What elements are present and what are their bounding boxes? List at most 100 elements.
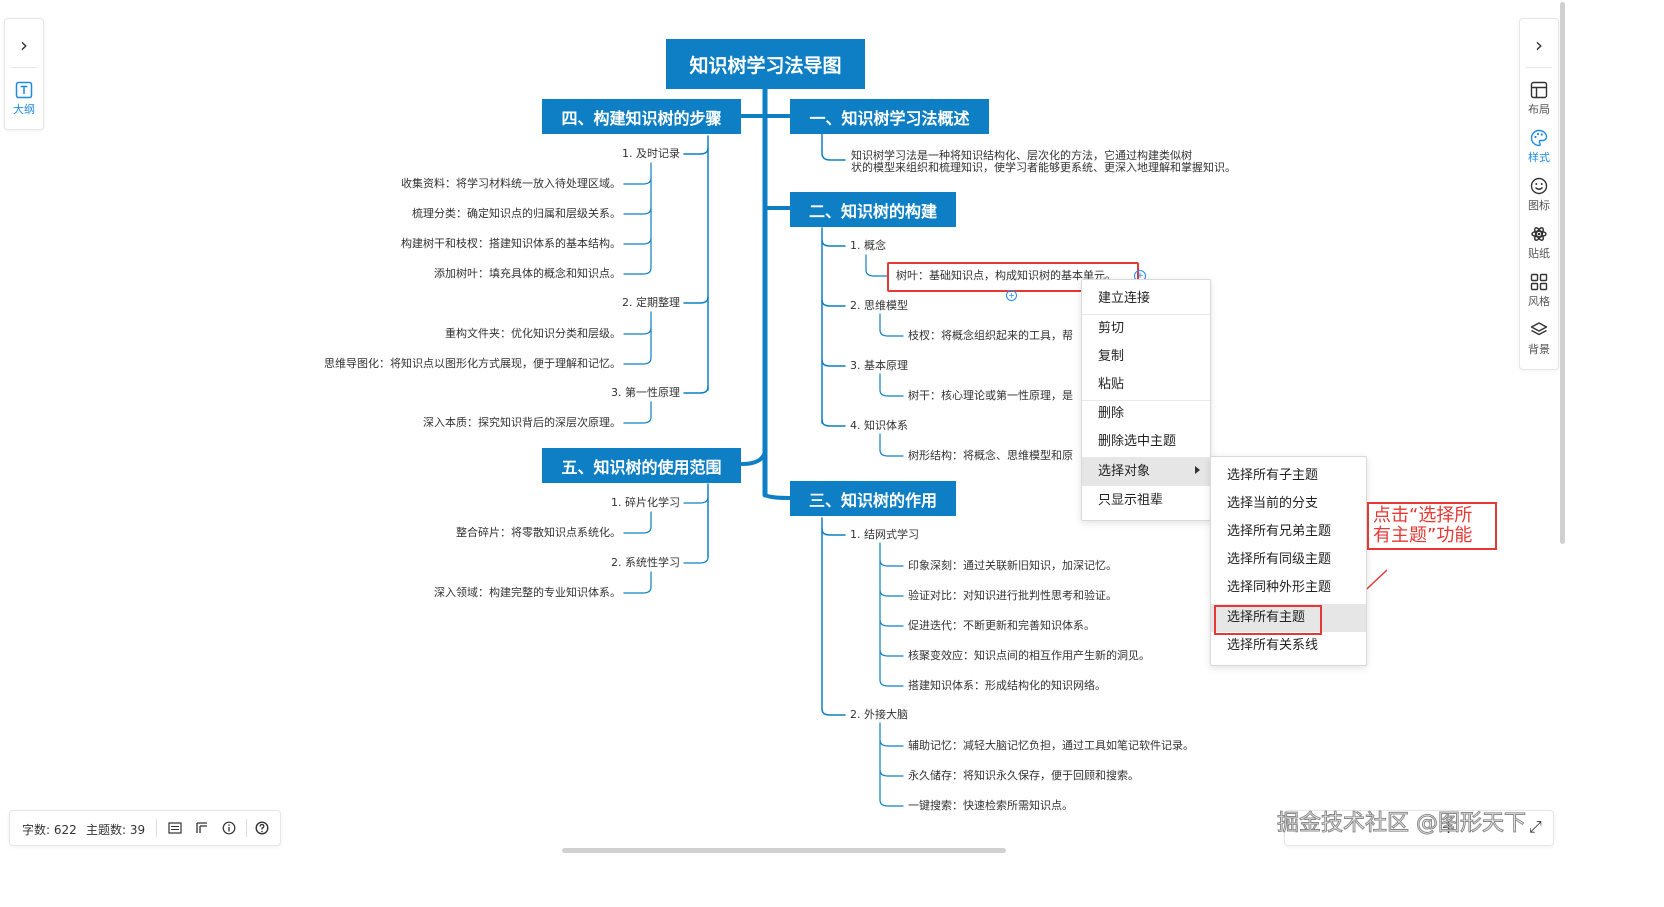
topic-b2-s1[interactable]: 1. 概念 (850, 239, 886, 252)
submenu-item-select-branch[interactable]: 选择当前的分支 (1227, 496, 1319, 511)
topic-b2-s3[interactable]: 3. 基本原理 (850, 359, 908, 372)
topic-b3-s1-child[interactable]: 验证对比：对知识进行批判性思考和验证。 (908, 589, 1117, 602)
help-icon[interactable] (255, 821, 269, 835)
style-label: 样式 (1528, 151, 1550, 164)
theme-label: 风格 (1528, 295, 1550, 308)
divider (1526, 67, 1552, 68)
background-button[interactable]: 背景 (1520, 321, 1558, 357)
topic-b3-s2-child[interactable]: 一键搜索：快速检索所需知识点。 (908, 799, 1073, 812)
sticker-button[interactable]: 贴纸 (1520, 225, 1558, 261)
expand-left-button[interactable]: › (5, 35, 43, 55)
right-sidebar: › 布局 样式 图标 贴纸 风格 背景 (1519, 18, 1559, 370)
topic-b5-s2-child[interactable]: 深入领域：构建完整的专业知识体系。 (434, 586, 621, 599)
icon-button[interactable]: 图标 (1520, 177, 1558, 213)
topic-b3-s2[interactable]: 2. 外接大脑 (850, 708, 908, 721)
chevron-right-icon: › (1535, 33, 1543, 57)
layout-label: 布局 (1528, 103, 1550, 116)
topic-b3-s1[interactable]: 1. 结网式学习 (850, 528, 919, 541)
topic-b3-s1-child[interactable]: 搭建知识体系：形成结构化的知识网络。 (908, 679, 1106, 692)
menu-item-copy[interactable]: 复制 (1098, 349, 1125, 364)
menu-item-cut[interactable]: 剪切 (1098, 321, 1125, 336)
emoji-icon (1530, 177, 1548, 195)
topic-b4-s2-child[interactable]: 重构文件夹：优化知识分类和层级。 (445, 327, 621, 340)
topic-b3-s2-child[interactable]: 永久储存：将知识永久保存，便于回顾和搜索。 (908, 769, 1139, 782)
annotation-callout: 点击“选择所 有主题”功能 (1367, 502, 1497, 550)
layout-button[interactable]: 布局 (1520, 81, 1558, 117)
menu-item-show-ancestors[interactable]: 只显示祖辈 (1098, 493, 1164, 508)
branch-4-topic[interactable]: 四、构建知识树的步骤 (542, 99, 741, 134)
branch-1-topic[interactable]: 一、知识树学习法概述 (790, 99, 989, 134)
topic-b2-s4[interactable]: 4. 知识体系 (850, 419, 908, 432)
topic-count: 主题数: 39 (86, 823, 146, 837)
topic-b3-s2-child[interactable]: 辅助记忆：减轻大脑记忆负担，通过工具如笔记软件记录。 (908, 739, 1194, 752)
topic-b4-s1-child[interactable]: 添加树叶：填充具体的概念和知识点。 (434, 267, 621, 280)
expand-right-button[interactable]: › (1520, 35, 1558, 55)
topic-b4-s1-child[interactable]: 构建树干和枝杈：搭建知识体系的基本结构。 (401, 237, 621, 250)
menu-item-create-link[interactable]: 建立连接 (1098, 291, 1151, 306)
menu-item-paste[interactable]: 粘贴 (1098, 377, 1125, 392)
topic-b4-s1-child[interactable]: 梳理分类：确定知识点的归属和层级关系。 (412, 207, 621, 220)
submenu-item-select-same-shape[interactable]: 选择同种外形主题 (1227, 580, 1332, 595)
topic-b3-s1-child[interactable]: 印象深刻：通过关联新旧知识，加深记忆。 (908, 559, 1117, 572)
submenu-item-select-siblings[interactable]: 选择所有兄弟主题 (1227, 524, 1332, 539)
topic-b4-s3-child[interactable]: 深入本质：探究知识背后的深层次原理。 (423, 416, 621, 429)
topic-b4-s1-child[interactable]: 收集资料：将学习材料统一放入待处理区域。 (401, 177, 621, 190)
topic-b4-s2-child[interactable]: 思维导图化：将知识点以图形化方式展现，便于理解和记忆。 (324, 357, 621, 370)
branch-3-topic[interactable]: 三、知识树的作用 (790, 481, 956, 516)
branch-2-topic[interactable]: 二、知识树的构建 (790, 192, 956, 227)
chevron-right-icon: › (20, 33, 28, 57)
menu-separator (1082, 457, 1210, 458)
minimap-icon[interactable] (168, 822, 182, 834)
topic-b2-s2-child[interactable]: 枝杈：将概念组织起来的工具，帮 (908, 329, 1073, 342)
context-menu: 建立连接 剪切 复制 粘贴 删除 删除选中主题 选择对象 只显示祖辈 (1081, 279, 1211, 521)
layers-icon (1530, 322, 1548, 336)
submenu-item-select-same-level[interactable]: 选择所有同级主题 (1227, 552, 1332, 567)
menu-item-delete[interactable]: 删除 (1098, 406, 1125, 421)
fullscreen-icon[interactable]: ⤢ (1529, 817, 1542, 836)
menu-separator (1082, 400, 1210, 401)
outline-button[interactable]: 大纲 (5, 81, 43, 117)
outline-label: 大纲 (13, 103, 35, 116)
menu-item-delete-selected[interactable]: 删除选中主题 (1098, 434, 1177, 449)
submenu-item-select-relations[interactable]: 选择所有关系线 (1227, 638, 1319, 653)
topic-b2-s4-child[interactable]: 树形结构：将概念、思维模型和原 (908, 449, 1073, 462)
divider (156, 819, 157, 837)
info-icon[interactable] (222, 821, 236, 835)
annotation-line-1: 点击“选择所 (1373, 505, 1473, 526)
style-button[interactable]: 样式 (1520, 129, 1558, 165)
palette-icon (1530, 129, 1548, 147)
branch-5-topic[interactable]: 五、知识树的使用范围 (542, 448, 741, 483)
select-objects-submenu: 选择所有子主题 选择当前的分支 选择所有兄弟主题 选择所有同级主题 选择同种外形… (1210, 456, 1367, 666)
topic-b5-s2[interactable]: 2. 系统性学习 (611, 556, 680, 569)
topic-b5-s1-child[interactable]: 整合碎片：将零散知识点系统化。 (456, 526, 621, 539)
topic-b1-text-1[interactable]: 知识树学习法是一种将知识结构化、层次化的方法，它通过构建类似树 (851, 149, 1192, 162)
layout-icon (1530, 81, 1548, 99)
add-topic-plus-icon[interactable]: + (1006, 290, 1017, 301)
sticker-icon (1531, 227, 1547, 241)
topic-b3-s1-child[interactable]: 促进迭代：不断更新和完善知识体系。 (908, 619, 1095, 632)
topic-b4-s2[interactable]: 2. 定期整理 (622, 296, 680, 309)
submenu-item-select-all-topics[interactable]: 选择所有主题 (1211, 604, 1366, 632)
horizontal-scrollbar[interactable] (562, 848, 1006, 853)
topic-b5-s1[interactable]: 1. 碎片化学习 (611, 496, 680, 509)
annotation-line-2: 有主题”功能 (1373, 525, 1473, 546)
topic-b2-s3-child[interactable]: 树干：核心理论或第一性原理，是 (908, 389, 1073, 402)
divider (246, 819, 247, 837)
submenu-item-select-children[interactable]: 选择所有子主题 (1227, 468, 1319, 483)
topic-b4-s1[interactable]: 1. 及时记录 (622, 147, 680, 160)
format-painter-icon[interactable] (195, 821, 209, 835)
topic-b3-s1-child[interactable]: 核聚变效应：知识点间的相互作用产生新的洞见。 (908, 649, 1150, 662)
topic-b4-s3[interactable]: 3. 第一性原理 (611, 386, 680, 399)
zoom-in-icon[interactable]: + (1441, 817, 1457, 838)
vertical-scrollbar[interactable] (1560, 2, 1565, 544)
watermark-text: 掘金技术社区 @图形天下 (1277, 811, 1527, 837)
menu-item-select-objects[interactable]: 选择对象 (1082, 458, 1210, 486)
topic-b1-text-2[interactable]: 状的模型来组织和梳理知识，使学习者能够更系统、更深入地理解和掌握知识。 (851, 161, 1236, 174)
outline-icon (15, 81, 33, 99)
root-topic[interactable]: 知识树学习法导图 (666, 39, 865, 89)
topic-b2-s2[interactable]: 2. 思维模型 (850, 299, 908, 312)
theme-button[interactable]: 风格 (1520, 273, 1558, 309)
topic-b2-s1-child[interactable]: 树叶：基础知识点，构成知识树的基本单元。 (896, 269, 1116, 282)
left-sidebar: › 大纲 (4, 18, 44, 130)
